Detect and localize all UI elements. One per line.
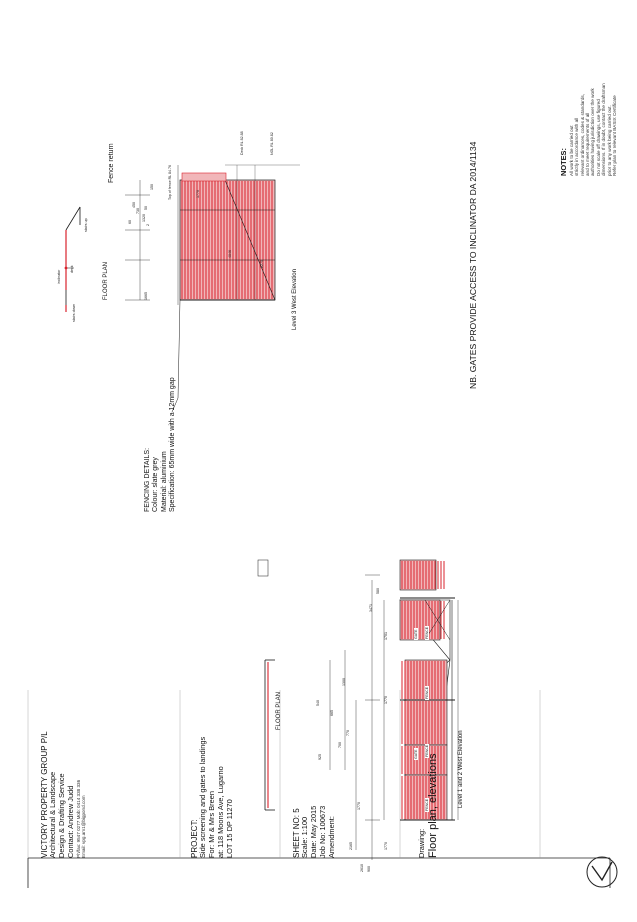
notes-title: NOTES:: [559, 148, 568, 176]
dimension-label: 1300: [342, 678, 346, 686]
dimension-label: 580: [376, 588, 380, 594]
stairs-up-label: stairs up: [84, 218, 88, 232]
fence-tag: FENCE: [425, 743, 430, 758]
level3-dimensions: [125, 180, 150, 301]
dimension-label: 1770: [196, 190, 200, 198]
lower-floor-plan: [257, 559, 275, 811]
notes-block: NOTES: All work to be carried out strict…: [559, 83, 617, 176]
notes-line-7: dimensions. If in doubt, contact the dra…: [601, 83, 607, 176]
notes-line-5: authorities having jurisdiction over the…: [590, 88, 596, 176]
level12-elevation-label: Level 1 and 2 West Elevation: [458, 730, 464, 808]
dimension-label: 2: [146, 224, 150, 226]
dimension-label: 2165: [349, 842, 353, 850]
level3-elevation-label: Level 3 West Elevation: [292, 269, 298, 330]
sheet-block: SHEET NO: 5 Scale: 1:100 Date: May 2015 …: [292, 806, 336, 858]
floor-plan-lower-label: FLOOR PLAN: [276, 691, 282, 730]
dimension-label: 540: [316, 700, 320, 706]
nb-gates-note: NB. GATES PROVIDE ACCESS TO INCLINATOR D…: [468, 141, 478, 389]
dimension-label: 60: [128, 220, 132, 224]
dimension-label: 2275: [260, 260, 264, 268]
gate-tag: GATE: [414, 628, 419, 640]
level12-dimensions: [329, 574, 385, 860]
firm-block: VICTORY PROPERTY GROUP P/L Architectural…: [40, 731, 86, 858]
level3-elevation: [171, 164, 300, 413]
fencing-material: Material: aluminium: [160, 451, 168, 512]
sheet-amendment: Amendment:: [326, 816, 336, 858]
deck-rl-label: Deck RL 82.88: [240, 131, 244, 155]
project-lot: LOT 15 DP 11270: [224, 799, 234, 858]
dimension-label: 1770: [357, 802, 361, 810]
floor-plan-upper-label: FLOOR PLAN: [103, 261, 109, 300]
dimension-label: 150: [150, 184, 154, 190]
firm-email: Email: vpg.am1@bigpond.com: [81, 795, 87, 858]
fence-return-label: Fence return: [108, 143, 115, 183]
fencing-spec: Specification: 65mm wide with a 12mm gap: [168, 377, 176, 512]
dimension-label: 3471: [369, 604, 373, 612]
deck-label: deck: [70, 265, 74, 273]
dimension-label: 1770: [384, 696, 388, 704]
inclinator-label: inclinator: [57, 269, 61, 284]
gate-tag: GATE: [414, 748, 419, 760]
dimension-label: 1320: [142, 214, 146, 222]
fencing-details: FENCING DETAILS: Colour: slate grey Mate…: [144, 377, 177, 512]
dimension-label: 1701: [384, 632, 388, 640]
upper-floor-plan: [64, 206, 81, 312]
level12-elevation: [399, 559, 459, 821]
dimension-label: 1770: [384, 842, 388, 850]
dimension-label: 1665: [144, 292, 148, 300]
dimension-label: 665: [330, 710, 334, 716]
fence-tag: FENCE: [425, 625, 430, 640]
dimension-label: 925: [318, 754, 322, 760]
firm-line-4: Contact: Andrew Judd: [65, 785, 75, 858]
stairs-down-label: stairs down: [72, 303, 76, 322]
fence-tag: FENCE: [425, 797, 430, 812]
dimension-label: 50: [144, 206, 148, 210]
dimension-label: 730: [136, 208, 140, 214]
dimension-label: 770: [346, 730, 350, 736]
dimension-label: 900: [367, 866, 371, 872]
fence-tag: FENCE: [425, 685, 430, 700]
fencing-title: FENCING DETAILS:: [144, 447, 151, 512]
project-block: PROJECT: Side screening and gates to lan…: [190, 737, 234, 858]
notes-line-9: Refer plan to relevant BASIX Certificate: [611, 95, 617, 176]
dimension-label: 4046: [228, 250, 232, 258]
fencing-colour: Colour: slate grey: [152, 457, 160, 512]
title-block-frame: [27, 690, 611, 888]
dimension-label: 700: [338, 742, 342, 748]
ngl-rl-label: NGL RL 80.82: [270, 132, 274, 155]
dimension-label: 2610: [360, 864, 364, 872]
top-fence-rl-label: Top of fence RL 84.76: [168, 164, 172, 200]
victory-logo: [586, 856, 618, 888]
